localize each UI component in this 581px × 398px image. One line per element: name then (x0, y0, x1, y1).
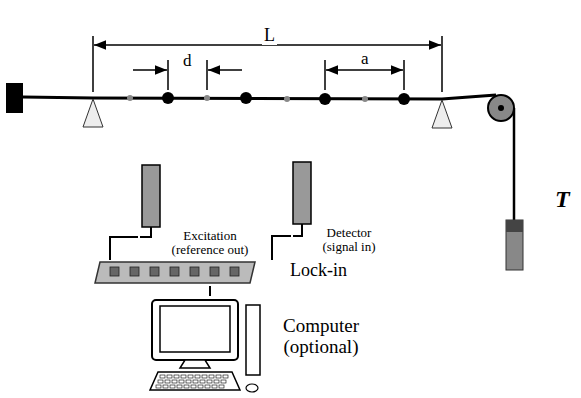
small-bead (284, 96, 290, 102)
small-bead (362, 96, 368, 102)
large-bead (240, 92, 252, 104)
key (191, 385, 196, 388)
large-bead (162, 92, 174, 104)
key (174, 375, 179, 378)
tower (246, 305, 260, 375)
key (216, 375, 221, 378)
socket (190, 267, 199, 276)
key (170, 385, 175, 388)
hanging-string (513, 108, 516, 220)
lock-in-amplifier (95, 262, 255, 283)
computer-node: Computer (optional) (145, 296, 395, 394)
dimension-label: L (262, 26, 277, 45)
key (177, 385, 182, 388)
screen (160, 306, 230, 352)
dimension-label: d (181, 52, 194, 70)
small-bead (127, 95, 133, 101)
cable (110, 237, 138, 260)
pulley-axle (498, 105, 504, 111)
key (202, 375, 207, 378)
dimension-line (133, 69, 167, 71)
lock-in-node: Lock-in (92, 260, 362, 286)
key (186, 380, 191, 383)
monitor-stand (180, 360, 210, 368)
right-support (432, 100, 452, 128)
beads (127, 92, 410, 105)
string (23, 95, 496, 99)
key (219, 385, 224, 388)
key (209, 375, 214, 378)
key (167, 375, 172, 378)
wall-clamp (6, 83, 23, 113)
lock-in-label: Lock-in (290, 261, 347, 281)
key (163, 385, 168, 388)
dimension-label: a (359, 50, 371, 68)
key (193, 380, 198, 383)
key (200, 380, 205, 383)
cable (293, 224, 302, 236)
key (195, 375, 200, 378)
lock-in-sockets (110, 267, 239, 276)
key (198, 385, 203, 388)
key (158, 380, 163, 383)
socket (150, 267, 159, 276)
pulley (488, 95, 514, 121)
socket (130, 267, 139, 276)
keyboard-keys (156, 375, 228, 388)
key (221, 380, 226, 383)
key (156, 385, 161, 388)
key (179, 380, 184, 383)
lock-in-case (95, 262, 255, 283)
cable (209, 286, 211, 296)
large-bead (398, 93, 410, 105)
mass-top (506, 220, 523, 232)
key (214, 380, 219, 383)
left-support (83, 99, 103, 127)
excitation-coil-node: Excitation (reference out) (138, 163, 264, 261)
key (205, 385, 210, 388)
socket (210, 267, 219, 276)
dimension-line (326, 69, 403, 71)
key (184, 385, 189, 388)
key (223, 375, 228, 378)
tension-label: T (553, 187, 572, 212)
mouse (246, 384, 258, 392)
hanging-mass (506, 220, 523, 270)
cable (140, 227, 151, 237)
large-bead (319, 93, 331, 105)
detector-coil-label: Detector (signal in) (309, 226, 389, 255)
key (212, 385, 217, 388)
detector-coil (293, 162, 311, 224)
keyboard (150, 372, 240, 390)
excitation-coil-label: Excitation (reference out) (160, 229, 260, 258)
key (188, 375, 193, 378)
computer (150, 300, 260, 392)
computer-label: Computer (optional) (265, 316, 377, 358)
socket (110, 267, 119, 276)
key (172, 380, 177, 383)
dimension-line (208, 69, 242, 71)
small-bead (204, 95, 210, 101)
key (181, 375, 186, 378)
socket (170, 267, 179, 276)
cable (272, 236, 291, 260)
excitation-coil (142, 165, 160, 227)
socket (230, 267, 239, 276)
detector-coil-node: Detector (signal in) (291, 160, 393, 258)
key (207, 380, 212, 383)
key (165, 380, 170, 383)
key (160, 375, 165, 378)
monitor (152, 300, 238, 360)
